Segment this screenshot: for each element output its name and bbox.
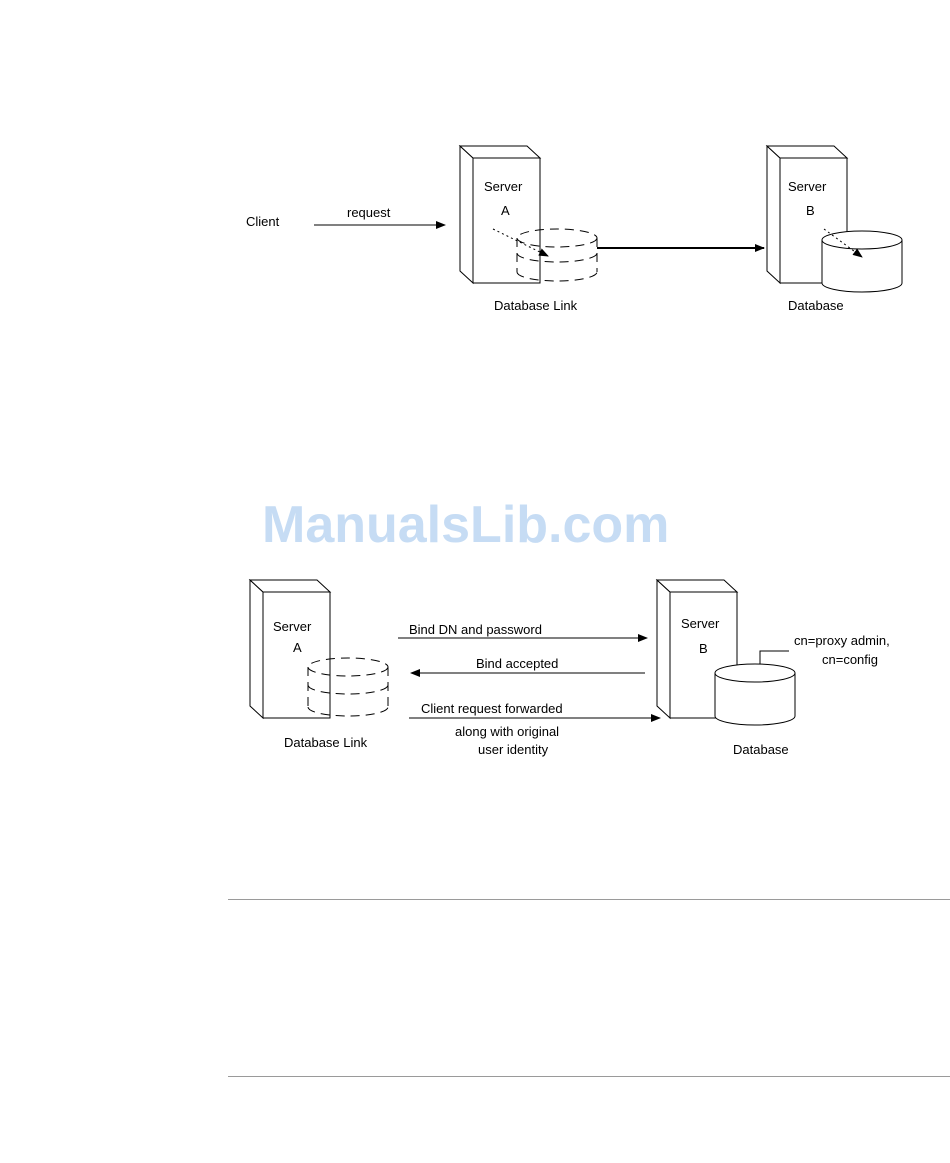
server-b-label: Server	[788, 179, 827, 194]
database-link-label-2: Database Link	[284, 735, 368, 750]
server-a-letter: A	[501, 203, 510, 218]
database-cylinder	[822, 231, 902, 292]
along-with-label: along with original	[455, 724, 559, 739]
horizontal-rule-top	[228, 899, 950, 900]
server-b-letter-2: B	[699, 641, 708, 656]
proxy-callout-line	[760, 651, 789, 664]
client-request-label: Client request forwarded	[421, 701, 563, 716]
user-identity-label: user identity	[478, 742, 549, 757]
horizontal-rule-bottom	[228, 1076, 950, 1077]
diagram-1-chaining: Client request Server A Database Link	[246, 146, 902, 313]
server-b-label-2: Server	[681, 616, 720, 631]
database-label: Database	[788, 298, 844, 313]
client-label: Client	[246, 214, 280, 229]
server-b-letter: B	[806, 203, 815, 218]
watermark-text: ManualsLib.com	[262, 495, 669, 555]
bind-dn-label: Bind DN and password	[409, 622, 542, 637]
database-label-2: Database	[733, 742, 789, 757]
server-a-box	[460, 146, 540, 283]
bind-accepted-label: Bind accepted	[476, 656, 558, 671]
config-label: cn=config	[822, 652, 878, 667]
database-cylinder-2	[715, 664, 795, 725]
proxy-admin-label: cn=proxy admin,	[794, 633, 890, 648]
diagram-2-proxy-auth: Server A Database Link Bind DN and passw…	[250, 580, 890, 757]
server-a-label: Server	[484, 179, 523, 194]
server-a-letter-2: A	[293, 640, 302, 655]
request-label: request	[347, 205, 391, 220]
database-link-label: Database Link	[494, 298, 578, 313]
server-a-label-2: Server	[273, 619, 312, 634]
server-a-box-2	[250, 580, 330, 718]
